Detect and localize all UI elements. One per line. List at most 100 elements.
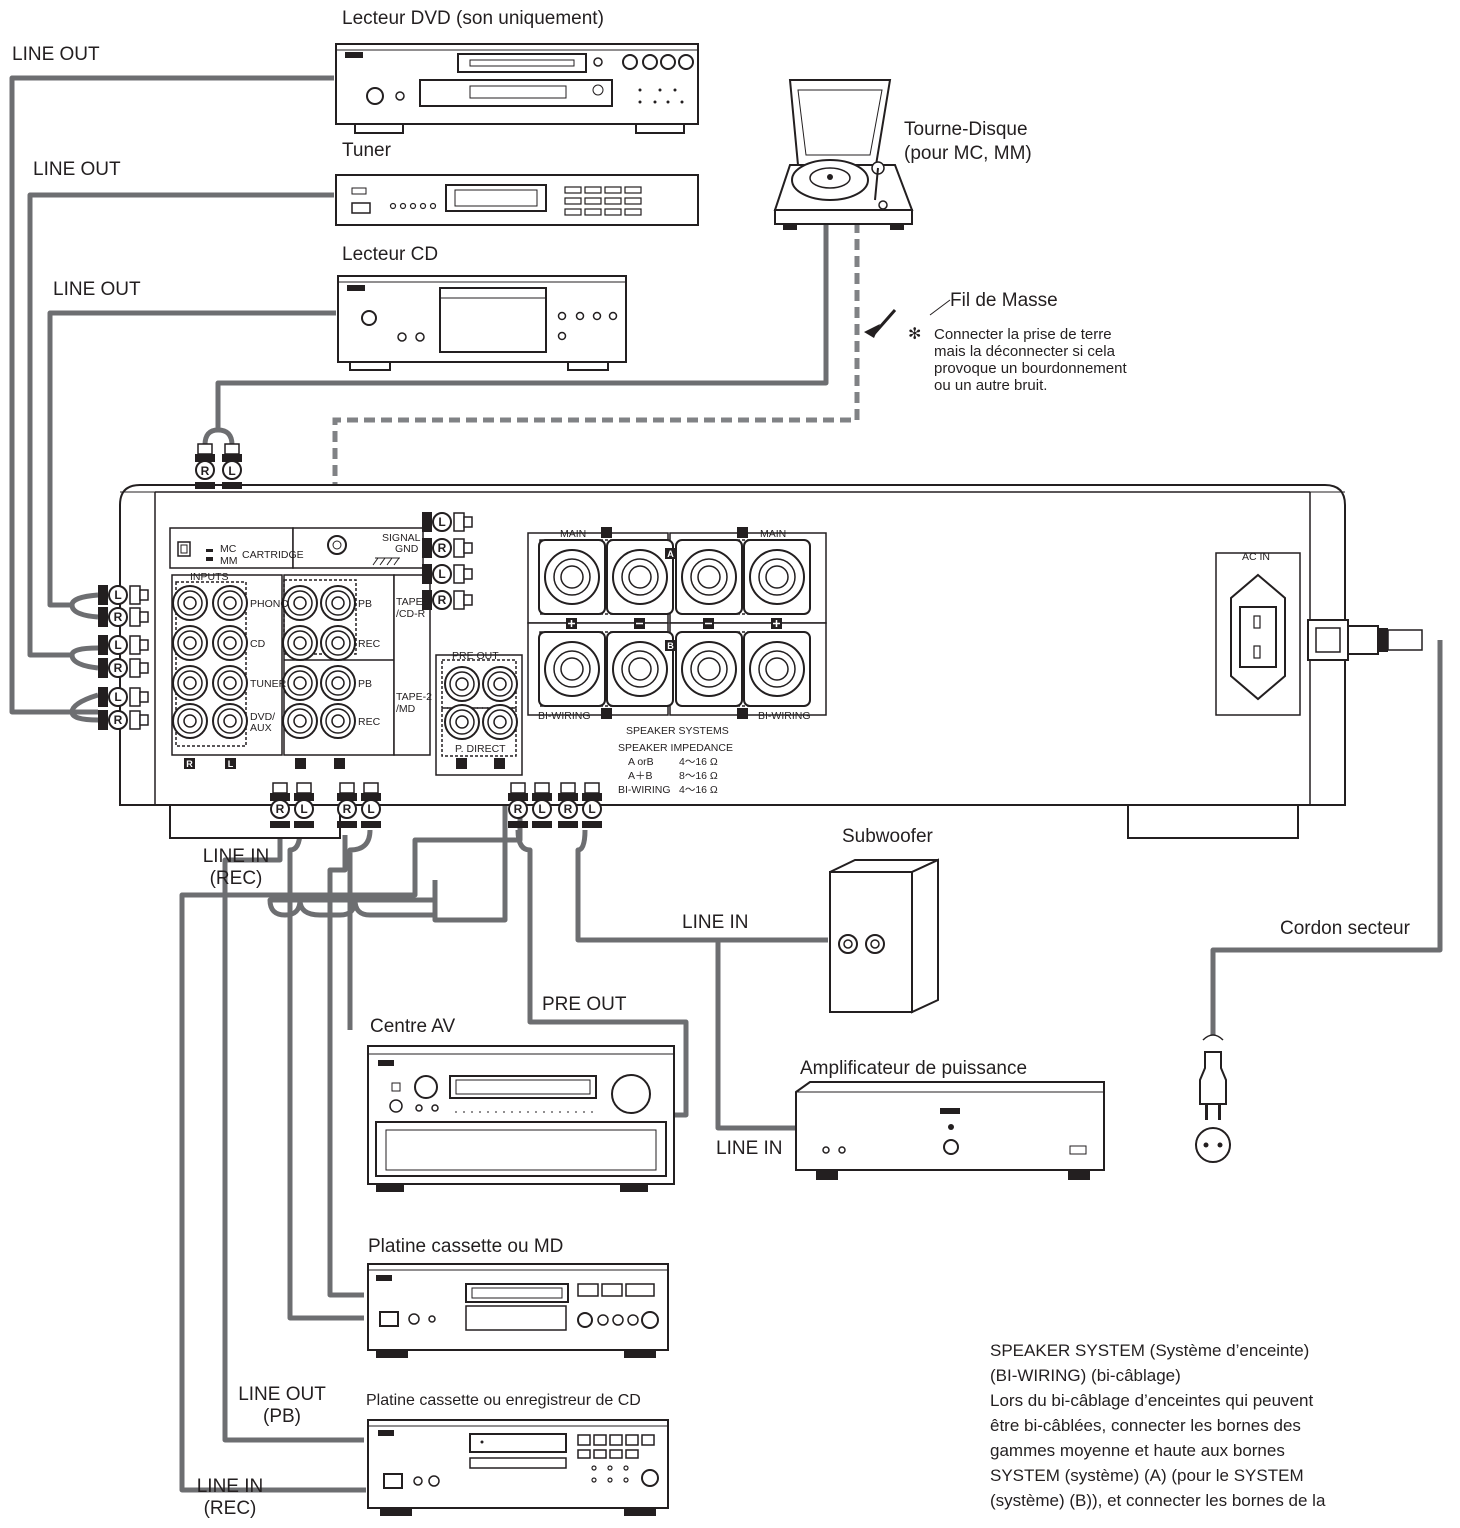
plug-letter: R: [114, 713, 123, 727]
panel-label-imp-a-or-b-val: 4～16 Ω: [679, 756, 718, 768]
panel-label-inputs: INPUTS: [190, 571, 229, 583]
dvd-player-device: [335, 43, 699, 134]
plug-letter: R: [276, 802, 285, 816]
turntable-device: [773, 79, 914, 230]
plug-letter: L: [114, 588, 121, 602]
label-line-out-pb: LINE OUT (PB): [232, 1384, 332, 1428]
label-turntable-2: (pour MC, MM): [904, 143, 1032, 164]
mains-plug: [1195, 1034, 1231, 1163]
cable-dvd-line-out: [9, 75, 334, 715]
label-tuner: Tuner: [342, 140, 391, 161]
bi-wiring-note-line: (BI-WIRING) (bi-câblage): [990, 1366, 1181, 1385]
tuner-device: [335, 174, 699, 226]
panel-label-phono: PHONO: [250, 598, 289, 610]
panel-label-imp-a-plus-b: A＋B: [628, 770, 653, 782]
panel-label-mc: MC: [220, 543, 237, 555]
label-line-out-pb-1: LINE OUT: [238, 1384, 326, 1405]
cable-mains: [1210, 640, 1443, 1035]
plug-letter: R: [343, 802, 352, 816]
label-mains-cord: Cordon secteur: [1280, 918, 1410, 939]
plug-letter: L: [228, 464, 235, 478]
ground-note-line: Connecter la prise de terre: [934, 326, 1112, 343]
label-deck-md: Platine cassette ou MD: [368, 1236, 564, 1257]
plug-letter: R: [201, 464, 210, 478]
panel-label-pre-out: PRE OUT: [452, 650, 499, 662]
panel-label-ac-in: AC IN: [1242, 551, 1270, 563]
label-line-out-tuner: LINE OUT: [33, 159, 121, 180]
label-line-in-rec-top-2: (REC): [209, 867, 263, 889]
panel-label-signal: SIGNAL: [382, 532, 421, 544]
panel-label-pb1: PB: [358, 598, 372, 610]
panel-label-main-r: MAIN: [560, 528, 586, 540]
panel-label-imp-bi-val: 4～16 Ω: [679, 784, 718, 796]
label-line-in-rec-top: LINE IN (REC): [196, 846, 276, 890]
panel-label-mm: MM: [220, 555, 238, 567]
ground-note-line: ou un autre bruit.: [934, 377, 1048, 394]
bi-wiring-note-line: gammes moyenne et haute aux bornes: [990, 1441, 1285, 1460]
label-turntable-1: Tourne-Disque: [904, 119, 1028, 140]
bi-wiring-note-line: SPEAKER SYSTEM (Système d’enceinte): [990, 1341, 1310, 1360]
panel-label-a: A: [667, 549, 674, 559]
cable-pre-out: [515, 829, 689, 1118]
label-line-in-sub: LINE IN: [682, 912, 749, 933]
rca-plug-dvd-l: [97, 686, 149, 708]
panel-label-tuner: TUNER: [250, 678, 287, 690]
label-dvd-player: Lecteur DVD (son uniquement): [342, 8, 604, 29]
panel-label-speaker-systems: SPEAKER SYSTEMS: [626, 725, 729, 737]
cable-line-out-pb-2: [327, 835, 364, 1298]
plug-letter: R: [438, 541, 447, 555]
panel-label-tape2-1: TAPE-2: [396, 691, 432, 703]
panel-label-imp-a-or-b: A orB: [628, 756, 654, 768]
label-line-in-rec-bottom-1: LINE IN: [196, 1476, 264, 1497]
label-deck-cdr: Platine cassette ou enregistreur de CD: [366, 1392, 641, 1409]
label-ground-wire: Fil de Masse: [950, 290, 1058, 311]
power-amp-device: [795, 1081, 1105, 1180]
label-line-in-rec-bottom-2: (REC): [203, 1497, 257, 1519]
cassette-cd-recorder-device: [367, 1419, 669, 1516]
plug-letter: L: [538, 802, 545, 816]
panel-label-b: B: [667, 641, 674, 651]
panel-label-tape1-1: TAPE-1: [396, 596, 432, 608]
rca-plug-tuner-r: [97, 657, 149, 679]
panel-label-imp-bi: BI-WIRING: [618, 784, 671, 796]
panel-label-tape2-2: /MD: [396, 703, 416, 715]
asterisk-icon: ✻: [908, 326, 922, 343]
subwoofer-device: [829, 858, 939, 1014]
bi-wiring-note-line: SYSTEM (système) (A) (pour le SYSTEM: [990, 1466, 1304, 1485]
ground-note-line: mais la déconnecter si cela: [934, 343, 1115, 360]
cable-tuner-line-out: [27, 192, 334, 658]
label-subwoofer: Subwoofer: [842, 826, 933, 847]
panel-label-rec2: REC: [358, 716, 381, 728]
ground-note: ✻ Connecter la prise de terre mais la dé…: [908, 326, 1127, 394]
cable-cd-line-out: [47, 310, 336, 608]
panel-label-rec1: REC: [358, 638, 381, 650]
rca-plug-cd-r: [97, 606, 149, 628]
panel-label-cartridge: CARTRIDGE: [242, 549, 304, 561]
rca-plug-dvd-r: [97, 709, 149, 731]
plug-letter: R: [438, 593, 447, 607]
cassette-md-deck-device: [367, 1263, 669, 1358]
rca-plug-tuner-l: [97, 634, 149, 656]
plug-letter: L: [438, 567, 445, 581]
panel-label-speaker-impedance: SPEAKER IMPEDANCE: [618, 742, 733, 754]
cable-line-in-sub: [575, 829, 828, 943]
panel-label-p-direct: P. DIRECT: [455, 743, 506, 755]
panel-label-imp-a-plus-b-val: 8～16 Ω: [679, 770, 718, 782]
label-av-center: Centre AV: [370, 1016, 456, 1037]
label-pre-out: PRE OUT: [542, 994, 627, 1015]
plug-letter: R: [114, 661, 123, 675]
cable-line-in-amp: [715, 940, 795, 1131]
plug-letter: L: [588, 802, 595, 816]
plug-letter: L: [114, 638, 121, 652]
panel-label-pb2: PB: [358, 678, 372, 690]
panel-label-r: R: [186, 759, 193, 769]
plug-letter: L: [114, 690, 121, 704]
plug-letter: L: [367, 802, 374, 816]
plug-letter: R: [514, 802, 523, 816]
label-line-in-rec-bottom: LINE IN (REC): [190, 1476, 270, 1520]
plug-letter: R: [564, 802, 573, 816]
label-line-in-amp: LINE IN: [716, 1138, 783, 1159]
panel-label-tape1-2: /CD-R: [396, 608, 426, 620]
panel-label-dvd-aux-2: AUX: [250, 722, 272, 734]
